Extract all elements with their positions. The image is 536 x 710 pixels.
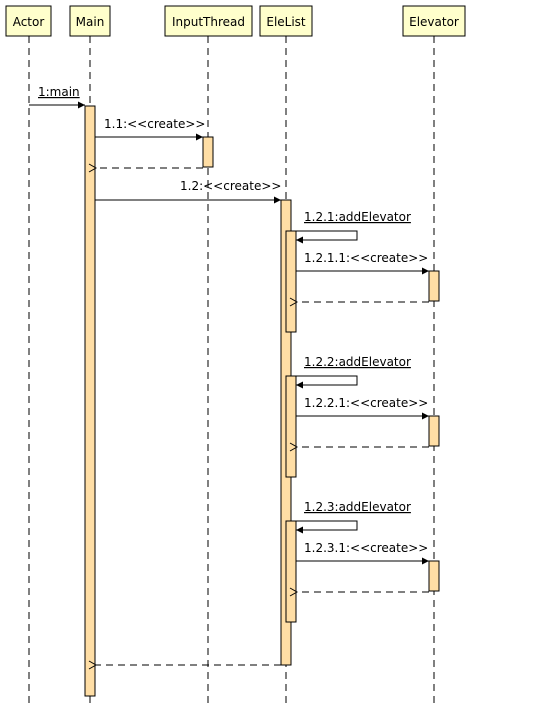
participant-elelist-box (259, 5, 313, 37)
participant-elevator-label: Elevator (409, 15, 459, 29)
participant-elelist-label: EleList (266, 15, 306, 29)
message-create-elevator-3-label: 1.2.3.1:<<create>> (304, 541, 428, 555)
message-addelevator-1-arrow (291, 230, 358, 244)
participant-actor: Actor (5, 5, 52, 37)
message-addelevator-3-label: 1.2.3:addElevator (304, 500, 411, 514)
message-main-label: 1:main (38, 85, 80, 99)
message-main: 1:main (29, 85, 85, 109)
message-create-elevator-1: 1.2.1.1:<<create>> (289, 251, 429, 307)
message-create-elelist-label: 1.2:<<create>> (180, 179, 281, 193)
message-create-elevator-3: 1.2.3.1:<<create>> (289, 541, 429, 597)
activation-elelist-nested-2 (285, 375, 297, 478)
participant-elelist: EleList (259, 5, 313, 37)
participant-inputthread-label: InputThread (172, 15, 245, 29)
activation-inputthread (202, 136, 214, 168)
activation-main (84, 105, 96, 697)
participant-inputthread: InputThread (164, 5, 253, 37)
activation-elevator-3 (428, 560, 440, 592)
participant-main-box (69, 5, 111, 37)
activation-elelist-nested-1 (285, 230, 297, 333)
activation-elevator-2 (428, 415, 440, 447)
message-addelevator-2-label: 1.2.2:addElevator (304, 355, 411, 369)
participant-elevator: Elevator (402, 5, 466, 37)
message-addelevator-1-label: 1.2.1:addElevator (304, 210, 411, 224)
activation-elevator-1 (428, 270, 440, 302)
message-create-elevator-1-label: 1.2.1.1:<<create>> (304, 251, 428, 265)
message-create-elevator-2-label: 1.2.2.1:<<create>> (304, 396, 428, 410)
message-addelevator-2-arrow (291, 375, 358, 389)
message-addelevator-3: 1.2.3:addElevator (291, 500, 411, 534)
message-create-elelist: 1.2:<<create>> (95, 179, 281, 204)
participant-actor-label: Actor (13, 15, 45, 29)
message-addelevator-2: 1.2.2:addElevator (291, 355, 411, 389)
message-create-inputthread: 1.1:<<create>> (88, 117, 205, 173)
message-create-elevator-2: 1.2.2.1:<<create>> (289, 396, 429, 452)
activation-elelist-nested-3 (285, 520, 297, 623)
message-addelevator-1: 1.2.1:addElevator (291, 210, 411, 244)
message-create-inputthread-label: 1.1:<<create>> (104, 117, 205, 131)
message-addelevator-3-arrow (291, 520, 358, 534)
participant-main-label: Main (76, 15, 105, 29)
participant-actor-box (5, 5, 52, 37)
participant-main: Main (69, 5, 111, 37)
